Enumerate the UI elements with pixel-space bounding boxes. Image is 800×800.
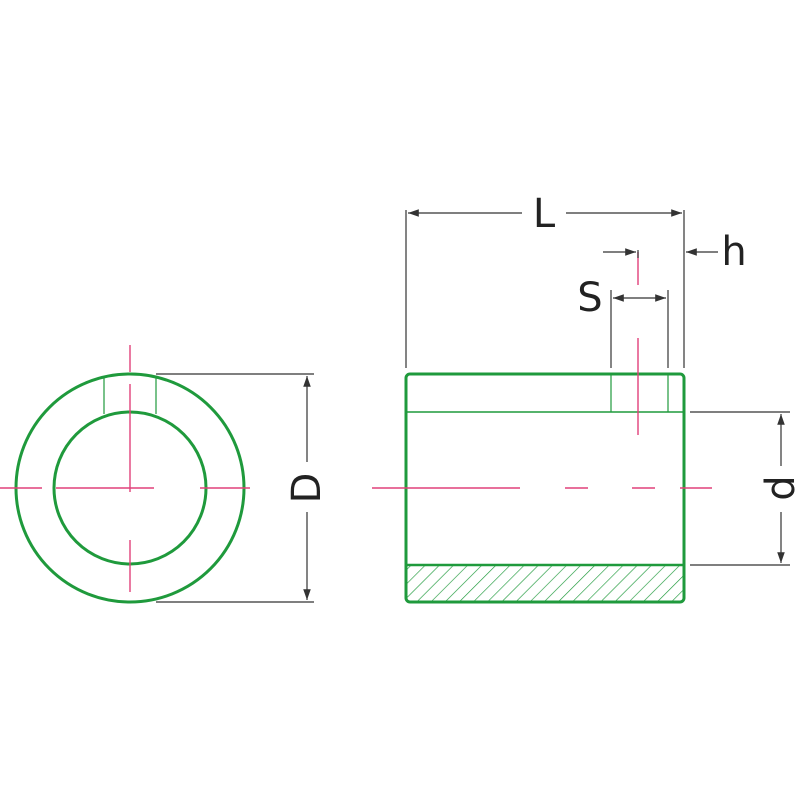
slot-offset-dimension: h [603, 229, 747, 275]
inner-diameter-dimension: d [690, 411, 800, 566]
end-view: D [0, 345, 330, 604]
slot-width-label: S [577, 275, 602, 321]
outer-diameter-label: D [284, 473, 330, 504]
end-view-centerlines [0, 345, 250, 592]
inner-diameter-label: d [758, 475, 800, 500]
hatched-section [406, 565, 684, 601]
length-label: L [533, 191, 556, 237]
slot-width-dimension: S [577, 275, 669, 368]
slot-offset-label: h [721, 229, 746, 275]
outer-diameter-dimension: D [156, 373, 330, 603]
side-view-centerlines [372, 252, 712, 489]
length-dimension: L [405, 191, 685, 368]
side-view: L h S d [372, 191, 800, 604]
